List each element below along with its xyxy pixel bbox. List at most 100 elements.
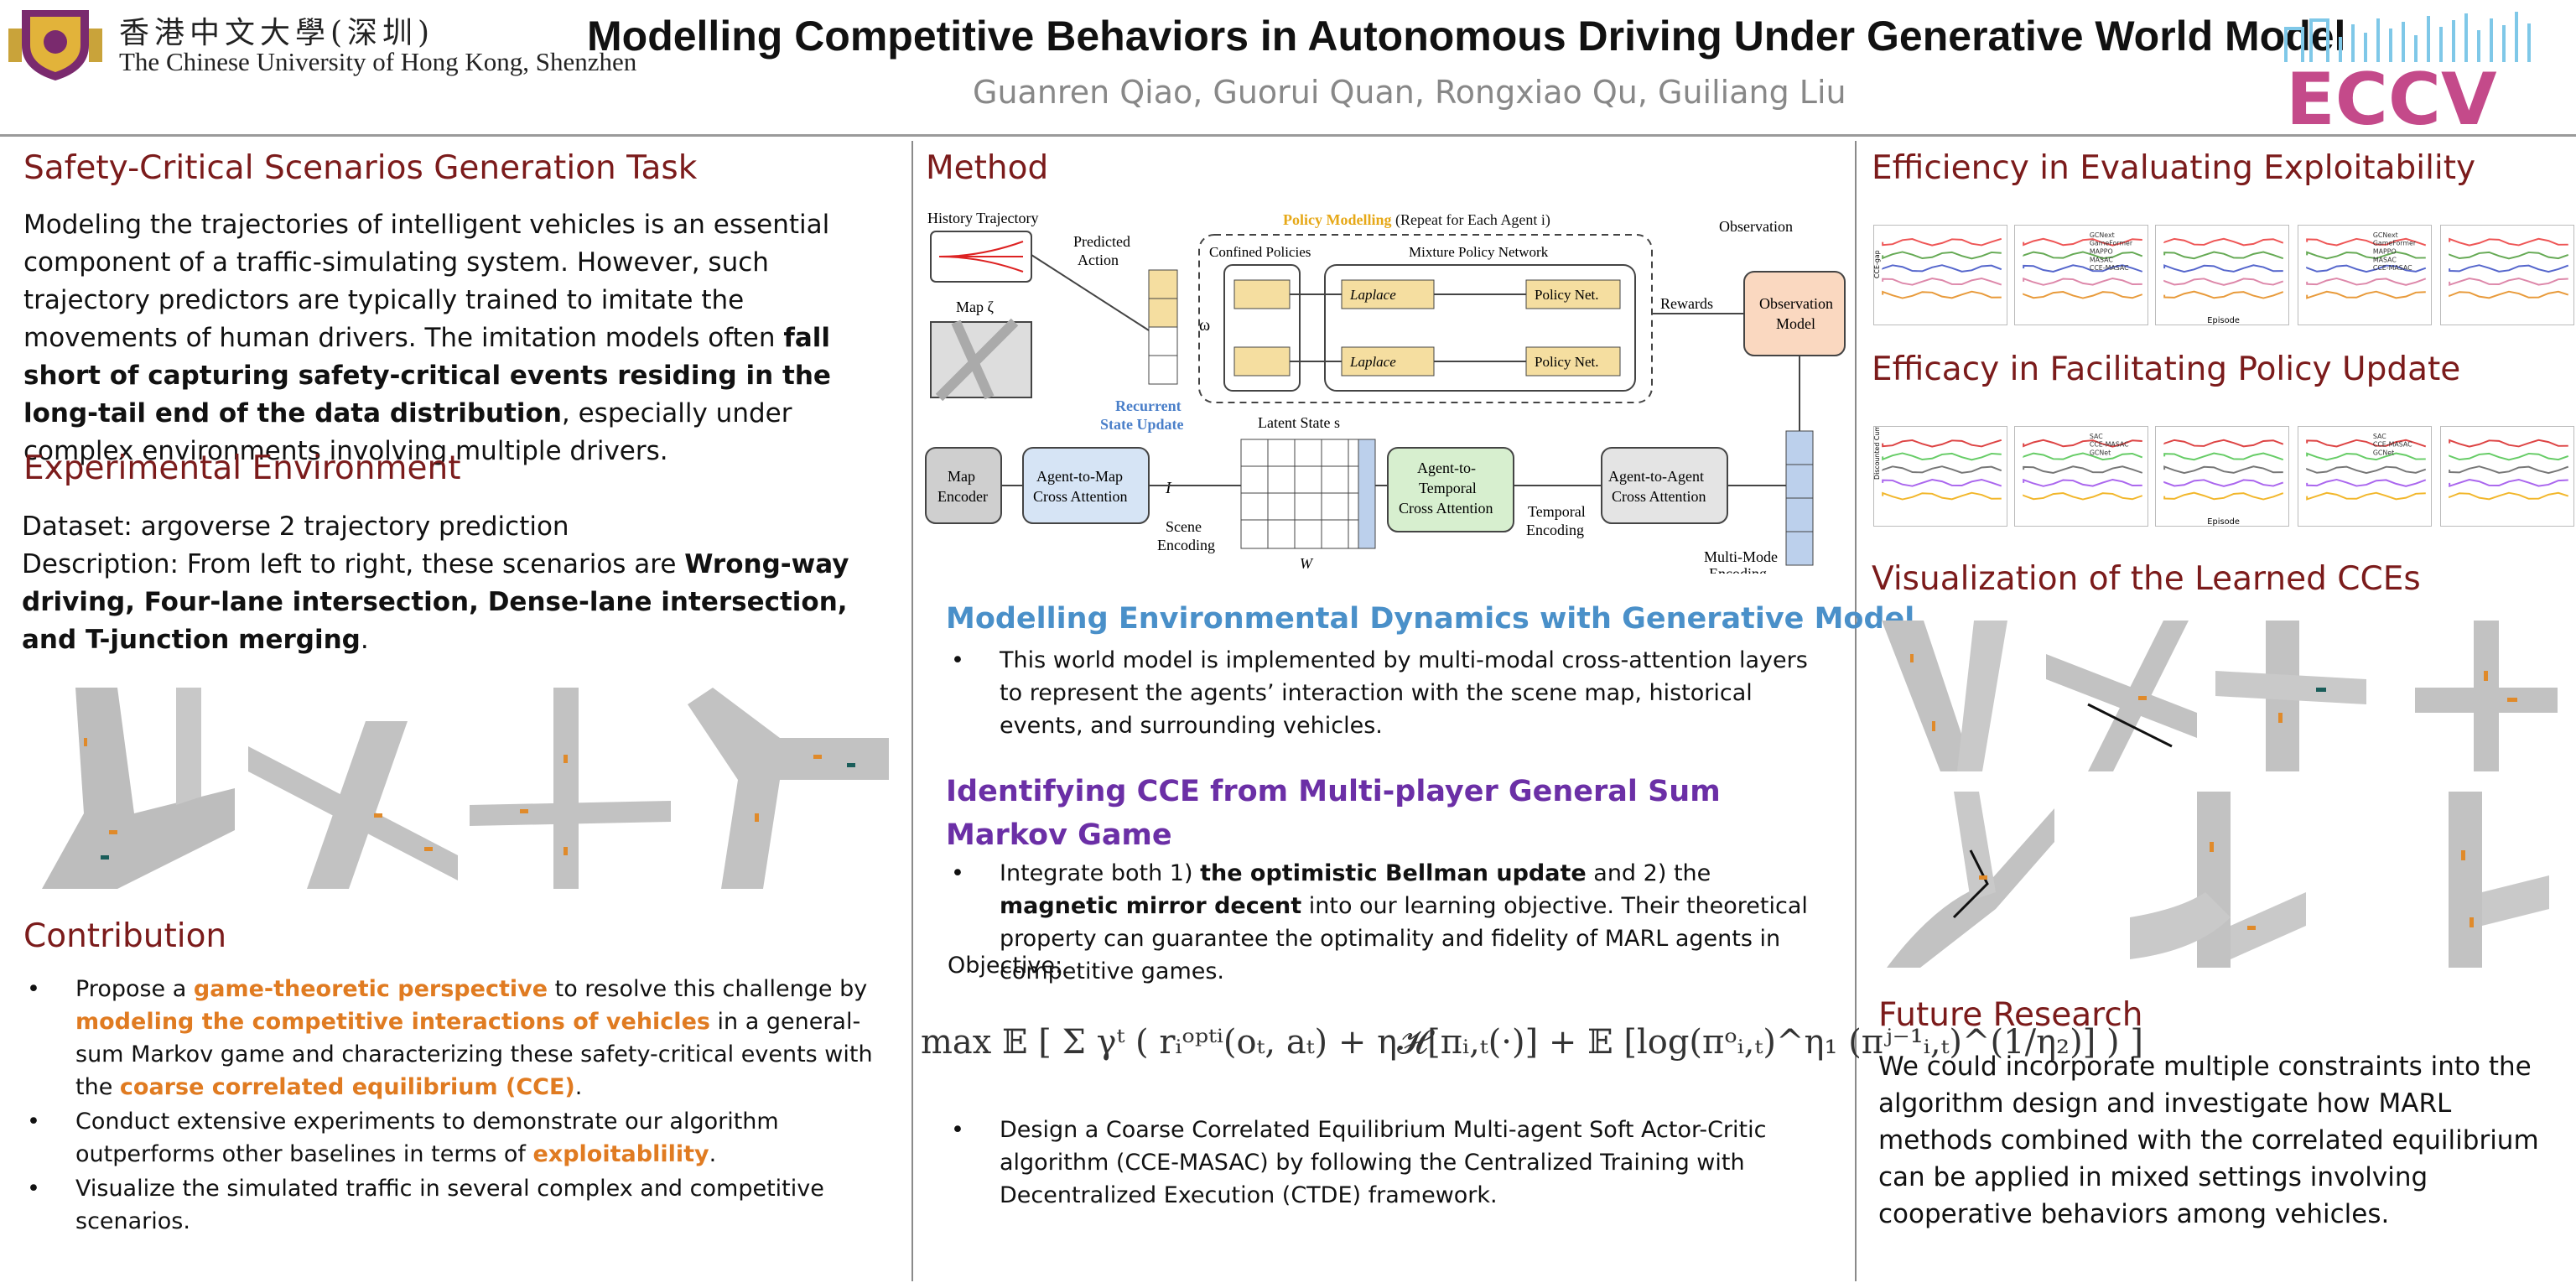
result-chart-thumbnail: Scenario 4Episode (2155, 426, 2289, 527)
recurrent-label: Recurrent (1115, 397, 1182, 414)
cce-heading: Identifying CCE from Multi-player Genera… (946, 775, 1721, 852)
cce-list: Integrate both 1) the optimistic Bellman… (948, 857, 1836, 989)
cce-item: Design a Coarse Correlated Equilibrium M… (948, 1114, 1836, 1212)
result-chart-thumbnail (2440, 225, 2574, 325)
chart-legend-entry: GameFormer (2090, 240, 2133, 247)
svg-text:Encoding: Encoding (1526, 522, 1584, 538)
svg-text:Policy Net.: Policy Net. (1535, 354, 1599, 370)
scenario-four-lane-image (248, 721, 458, 889)
environment-paragraph: Dataset: argoverse 2 trajectory predicti… (22, 508, 894, 659)
chart-ylabel: Discounted Cumulative Rewards (1873, 426, 1881, 480)
policy-modelling-label: Policy Modelling (Repeat for Each Agent … (1283, 211, 1550, 229)
svg-text:Encoding: Encoding (1709, 565, 1767, 574)
svg-text:Cross Attention: Cross Attention (1612, 488, 1706, 505)
university-name-cn: 香港中文大學(深圳) (119, 16, 435, 50)
contribution-list: Propose a game-theoretic perspective to … (23, 973, 896, 1239)
policy-update-heading: Efficacy in Facilitating Policy Update (1872, 351, 2461, 388)
university-name-en: The Chinese University of Hong Kong, She… (119, 47, 637, 76)
eccv-logo-icon: ECCV (2284, 12, 2531, 129)
observation-model-box (1743, 271, 1846, 356)
generative-model-item: This world model is implemented by multi… (948, 644, 1836, 742)
svg-text:Observation: Observation (1759, 295, 1833, 312)
objective-formula: max 𝔼 [ Σ γᵗ ( rᵢᵒᵖᵗⁱ(oₜ, aₜ) + η𝓗[πᵢ,ₜ(… (921, 1023, 2143, 1062)
svg-text:W: W (1300, 555, 1314, 572)
observation-label: Observation (1719, 218, 1793, 235)
cce-item: Integrate both 1) the optimistic Bellman… (948, 857, 1836, 988)
future-research-heading: Future Research (1878, 996, 2143, 1034)
svg-text:Policy Net.: Policy Net. (1535, 287, 1599, 303)
chart-xlabel: Episode (2207, 316, 2240, 325)
chart-legend-entry: GCNext (2373, 231, 2398, 239)
cce-visual-1 (1882, 621, 2033, 771)
method-heading: Method (926, 149, 1049, 187)
svg-text:Map: Map (948, 468, 975, 485)
cce-visual-7 (2373, 792, 2549, 968)
cce-visual-4 (2415, 621, 2558, 771)
result-chart-thumbnail: Discounted Cumulative Rewards (1873, 426, 2007, 527)
column-divider-right (1855, 141, 1857, 1281)
efficiency-heading: Efficiency in Evaluating Exploitability (1872, 149, 2476, 187)
cuhk-crest-icon (8, 10, 102, 80)
svg-text:Action: Action (1078, 252, 1119, 268)
svg-text:State Update: State Update (1100, 416, 1184, 433)
environment-heading: Experimental Environment (23, 449, 461, 487)
cce-visual-6 (2130, 792, 2306, 968)
chart-legend-entry: CCE-MASAC (2090, 264, 2129, 272)
result-chart-thumbnail: Scenario 4 Episode (2155, 225, 2289, 325)
contribution-item: Propose a game-theoretic perspective to … (23, 973, 896, 1104)
chart-legend-entry: SAC (2373, 433, 2386, 440)
chart-ylabel: CCE-gap (1873, 250, 1881, 278)
multi-mode-encoding-label: Multi-Mode (1704, 548, 1778, 565)
chart-legend-entry: GCNet (2090, 449, 2111, 456)
scenario-dense-lane-image (470, 688, 671, 889)
svg-text:Encoding: Encoding (1157, 537, 1215, 553)
dataset-line: Dataset: argoverse 2 trajectory predicti… (22, 512, 569, 542)
chart-subtitle: Scenario 4 (2200, 225, 2248, 226)
result-chart-thumbnail (2440, 426, 2574, 527)
poster-authors: Guanren Qiao, Guorui Quan, Rongxiao Qu, … (973, 74, 1846, 111)
svg-text:Model: Model (1776, 315, 1815, 332)
column-divider-left (911, 141, 913, 1281)
latent-state-grid (1240, 439, 1376, 549)
svg-text:Agent-to-Map: Agent-to-Map (1036, 468, 1123, 485)
contribution-item: Visualize the simulated traffic in sever… (23, 1172, 896, 1238)
svg-text:Encoder: Encoder (937, 488, 988, 505)
scene-encoding-label: Scene (1166, 518, 1202, 535)
chart-legend-entry: CCE-MASAC (2373, 441, 2412, 449)
svg-text:Laplace: Laplace (1349, 354, 1396, 370)
agent-to-temporal-box (1387, 447, 1514, 532)
multi-mode-stack (1785, 430, 1814, 566)
history-trajectory-label: History Trajectory (927, 210, 1039, 226)
description-line: Description: From left to right, these s… (22, 549, 849, 655)
policy-modelling-box (1198, 234, 1653, 403)
cce-visual-5 (1887, 792, 2054, 968)
visualization-heading: Visualization of the Learned CCEs (1872, 560, 2421, 598)
svg-text:I: I (1165, 479, 1172, 497)
chart-legend-entry: MAPPO (2373, 247, 2397, 255)
agent-to-agent-box (1601, 447, 1728, 524)
confined-policies-label: Confined Policies (1209, 244, 1311, 260)
chart-legend-entry: CCE-MASAC (2373, 264, 2412, 272)
predicted-action-stack (1148, 269, 1178, 385)
poster-header: 香港中文大學(深圳) The Chinese University of Hon… (0, 0, 2576, 134)
poster-title: Modelling Competitive Behaviors in Auton… (587, 13, 2346, 60)
cce-list-2: Design a Coarse Correlated Equilibrium M… (948, 1114, 1836, 1213)
chart-legend-entry: MASAC (2090, 256, 2114, 263)
result-chart-thumbnail: CCE-gap (1873, 225, 2007, 325)
chart-legend-entry: SAC (2090, 433, 2103, 440)
scenario-t-junction-image (688, 688, 889, 889)
svg-text:Agent-to-: Agent-to- (1417, 460, 1476, 476)
svg-text:Laplace: Laplace (1349, 287, 1396, 303)
map-label: Map ζ (956, 299, 994, 315)
svg-text:Cross Attention: Cross Attention (1399, 500, 1493, 517)
predicted-action-label: Predicted (1073, 233, 1130, 250)
header-divider (0, 134, 2576, 137)
future-research-paragraph: We could incorporate multiple constraint… (1878, 1052, 2539, 1229)
mixture-policy-label: Mixture Policy Network (1409, 244, 1549, 260)
generative-model-heading: Modelling Environmental Dynamics with Ge… (946, 602, 1915, 636)
generative-model-list: This world model is implemented by multi… (948, 644, 1836, 744)
chart-legend-entry: GCNext (2090, 231, 2115, 239)
cce-visual-2 (2046, 621, 2197, 771)
